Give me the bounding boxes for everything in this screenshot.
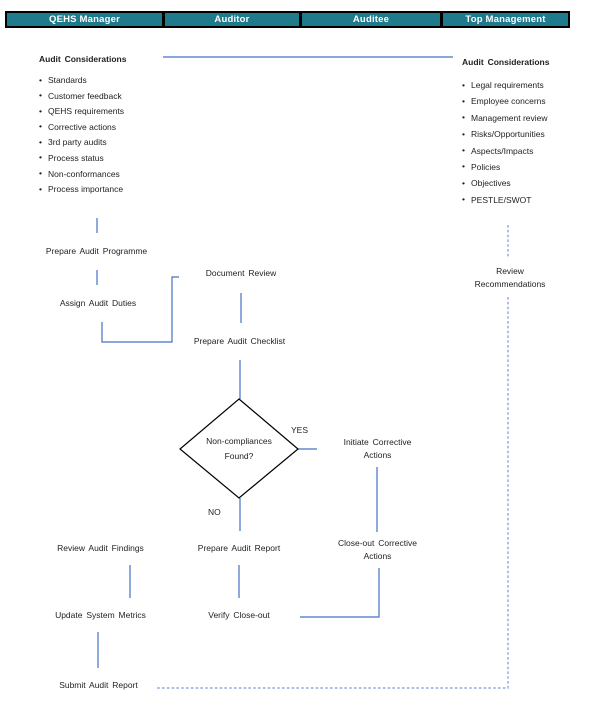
update-system-metrics-label: Update System Metrics [55,609,146,620]
consideration-item: Process importance [39,184,163,195]
swimlane-header: QEHS Manager Auditor Auditee Top Managem… [5,11,570,28]
connector-dashed-recommendations-to-submit [155,297,509,689]
update-system-metrics-box: Update System Metrics [40,598,161,632]
prepare-audit-report-label: Prepare Audit Report [197,542,281,553]
audit-considerations-right-title: Audit Considerations [462,57,550,67]
consideration-item: Objectives [462,178,583,189]
prepare-audit-checklist-box: Prepare Audit Checklist [179,323,300,360]
initiate-corrective-actions-label: Initiate Corrective Actions [343,436,412,460]
prepare-audit-report-box: Prepare Audit Report [178,531,300,565]
initiate-corrective-actions-box: Initiate Corrective Actions [317,430,438,467]
consideration-item: Customer feedback [39,90,163,102]
connector-closeout-to-verify [300,568,380,618]
audit-considerations-left-box: Audit Considerations StandardsCustomer f… [30,45,163,218]
decision-line1: Non-compliances [206,436,272,446]
submit-audit-report-label: Submit Audit Report [59,679,138,690]
close-out-corrective-actions-label: Close-out Corrective Actions [338,538,417,561]
no-branch-label: NO [208,507,221,517]
consideration-item: Non-conformances [39,168,163,180]
verify-close-out-label: Verify Close-out [208,609,270,620]
audit-considerations-left-title: Audit Considerations [39,54,127,64]
review-audit-findings-label: Review Audit Findings [57,542,144,553]
connector-duties-to-document-review [101,276,179,343]
audit-considerations-right-box: Audit Considerations Legal requirementsE… [453,45,583,225]
audit-considerations-left-list: StandardsCustomer feedbackQEHS requireme… [30,75,163,195]
lane-top-management: Top Management [443,13,568,26]
document-review-label: Document Review [205,268,277,278]
prepare-audit-programme-box: Prepare Audit Programme [30,233,163,270]
consideration-item: Policies [462,161,583,173]
review-recommendations-label: Review Recommendations [474,265,546,289]
lane-qehs-manager: QEHS Manager [7,13,162,26]
document-review-box: Document Review [179,254,303,293]
verify-close-out-box: Verify Close-out [178,598,300,632]
consideration-item: 3rd party audits [39,137,163,148]
audit-considerations-right-list: Legal requirementsEmployee concernsManag… [453,80,583,206]
decision-line2: Found? [224,451,254,461]
consideration-item: QEHS requirements [39,106,163,117]
consideration-item: Employee concerns [462,96,583,107]
assign-audit-duties-box: Assign Audit Duties [33,285,163,322]
consideration-item: Management review [462,112,583,124]
review-recommendations-box: Review Recommendations [450,258,570,297]
yes-branch-label: YES [291,425,309,435]
review-audit-findings-box: Review Audit Findings [40,531,161,565]
lane-auditor: Auditor [165,13,299,26]
consideration-item: Aspects/Impacts [462,145,583,157]
close-out-corrective-actions-box: Close-out Corrective Actions [317,532,438,568]
consideration-item: Risks/Opportunities [462,129,583,140]
consideration-item: Corrective actions [39,121,163,133]
consideration-item: Standards [39,75,163,86]
assign-audit-duties-label: Assign Audit Duties [59,298,137,308]
consideration-item: Legal requirements [462,80,583,91]
submit-audit-report-box: Submit Audit Report [42,668,155,702]
consideration-item: PESTLE/SWOT [462,194,583,206]
decision-diamond [179,398,299,499]
decision-text: Non-compliances Found? [182,427,296,471]
prepare-audit-programme-label: Prepare Audit Programme [45,246,148,256]
lane-auditee: Auditee [302,13,440,26]
prepare-audit-checklist-label: Prepare Audit Checklist [193,336,286,346]
consideration-item: Process status [39,152,163,164]
